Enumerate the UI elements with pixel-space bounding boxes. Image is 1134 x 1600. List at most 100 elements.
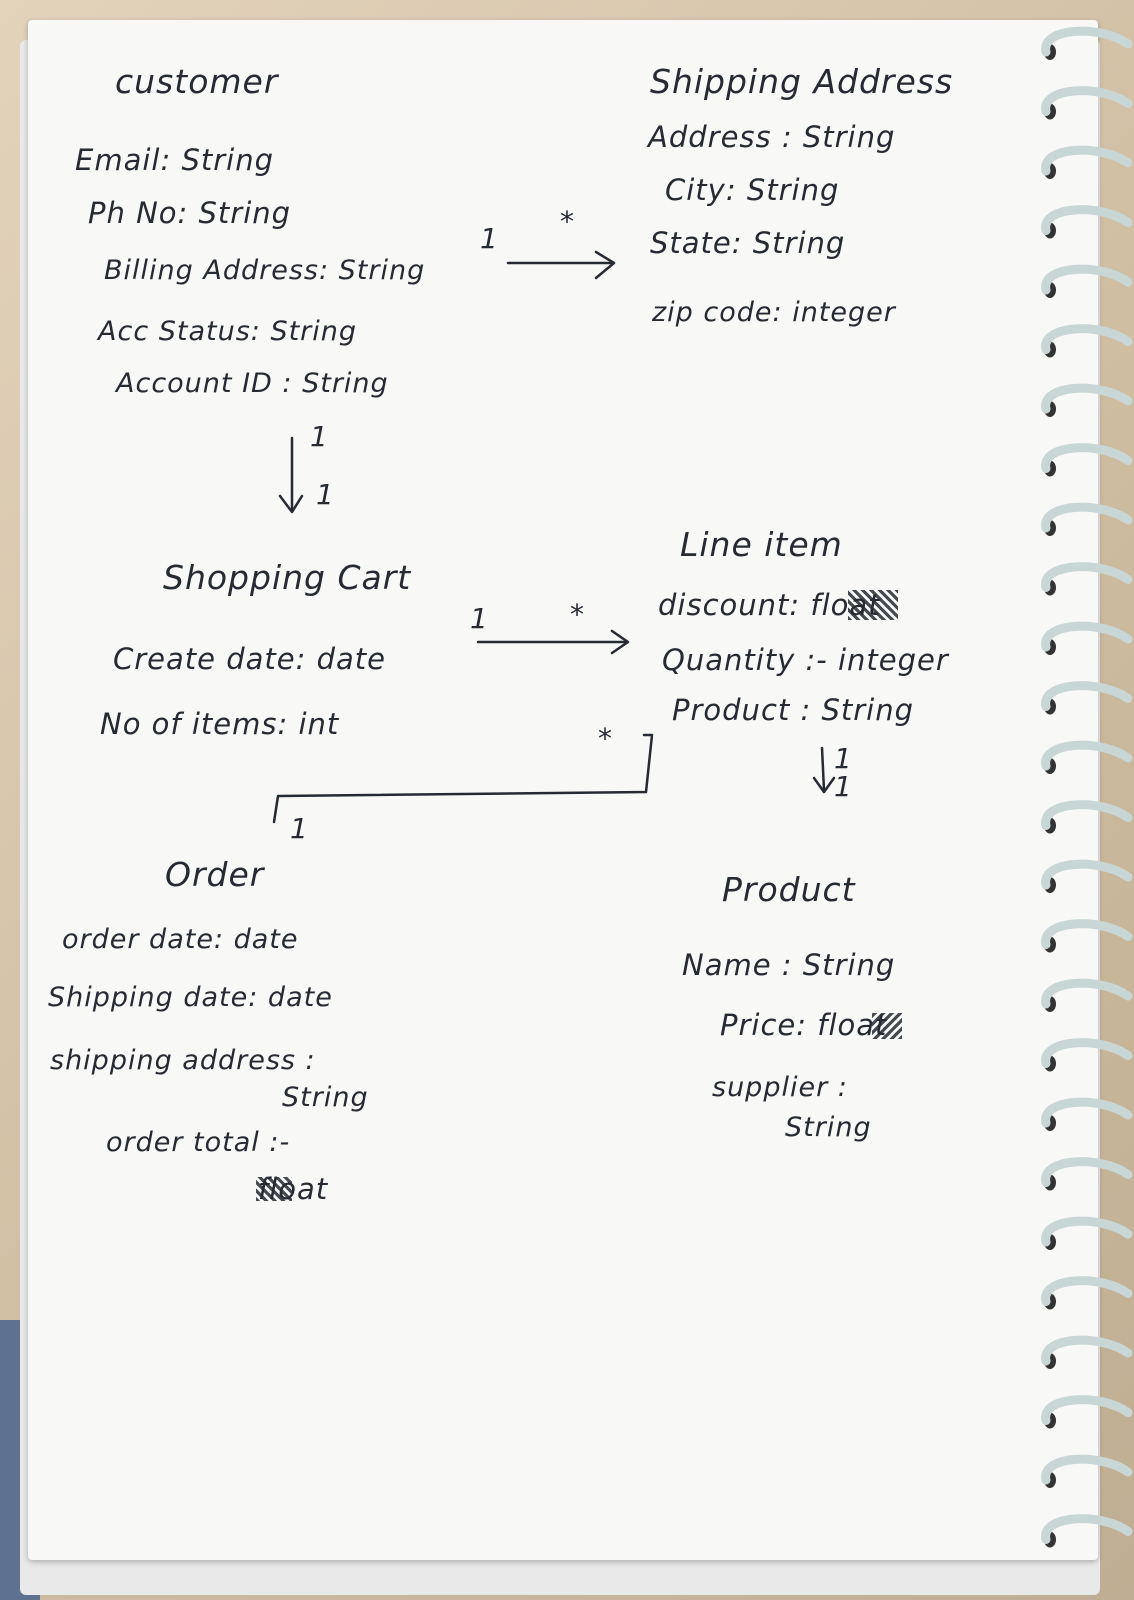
spiral-ring [1041,502,1133,536]
spiral-wire [1041,443,1133,473]
shipping-attr-city: City: String [665,173,840,207]
multiplicity-cart-lineitem-to: * [570,598,585,631]
spiral-ring [1041,800,1133,834]
spiral-wire [1041,502,1133,533]
spiral-ring [1041,1335,1133,1369]
spiral-wire [1041,740,1133,771]
spiral-ring [1041,205,1133,239]
arrow-lineitem-order [272,733,654,824]
spiral-ring [1041,740,1133,774]
product-attr-name: Name : String [682,948,896,982]
arrowhead-cart-lineitem [610,629,630,655]
arrowhead-customer-cart [278,494,304,514]
spiral-wire [1041,621,1133,652]
spiral-wire [1041,1454,1133,1485]
multiplicity-customer-shipping-to: * [560,205,575,238]
spiral-wire [1041,562,1133,592]
spiral-wire [1041,1335,1133,1366]
class-title-order: Order [165,855,265,894]
shipping-attr-state: State: String [650,226,846,260]
scribble-mark [256,1177,292,1201]
spiral-ring [1041,26,1133,60]
cart-attr-create-date: Create date: date [113,642,386,676]
customer-attr-phone: Ph No: String [88,196,292,230]
cart-attr-item-count: No of items: int [100,707,340,741]
lineitem-attr-product: Product : String [672,693,915,727]
spiral-wire [1041,86,1133,116]
notebook-page [28,20,1098,1560]
multiplicity-cart-lineitem-from: 1 [470,602,489,635]
arrowhead-lineitem-product [812,776,836,794]
spiral-wire [1041,859,1133,890]
spiral-ring [1041,859,1133,893]
multiplicity-customer-cart-from: 1 [310,420,329,453]
multiplicity-lineitem-order-to: 1 [290,812,309,845]
lineitem-attr-discount: discount: float [658,588,881,622]
spiral-wire [1041,26,1133,57]
spiral-ring [1041,1157,1133,1191]
spiral-ring [1041,264,1133,298]
arrowhead-customer-shipping [594,250,616,280]
order-attr-shipping-date: Shipping date: date [48,982,333,1013]
spiral-ring [1041,1276,1133,1310]
spiral-wire [1041,1157,1133,1187]
scribble-mark [848,590,898,620]
spiral-ring [1041,1454,1133,1488]
spiral-ring [1041,383,1133,417]
scribble-mark [872,1013,902,1039]
customer-attr-billing: Billing Address: String [104,255,426,286]
spiral-ring [1041,324,1133,358]
lineitem-attr-quantity: Quantity :- integer [662,643,949,677]
order-attr-order-total: order total :- [106,1127,291,1158]
product-attr-supplier-type: String [785,1112,872,1143]
spiral-wire [1041,1276,1133,1306]
spiral-ring [1041,86,1133,120]
class-title-product: Product [722,870,856,909]
spiral-wire [1041,978,1133,1009]
spiral-wire [1041,145,1133,176]
customer-attr-account-id: Account ID : String [116,368,389,399]
shipping-attr-zip: zip code: integer [652,297,896,328]
multiplicity-customer-cart-to: 1 [316,478,335,511]
spiral-wire [1041,324,1133,354]
spiral-wire [1041,1216,1133,1247]
order-attr-shipping-address: shipping address : [50,1045,316,1076]
spiral-wire [1041,919,1133,949]
customer-attr-status: Acc Status: String [98,316,358,347]
spiral-wire [1041,1097,1133,1128]
product-attr-price: Price: float [720,1008,888,1042]
spiral-wire [1041,1514,1133,1544]
class-title-customer: customer [115,62,279,101]
spiral-wire [1041,1038,1133,1068]
spiral-ring [1041,681,1133,715]
spiral-ring [1041,562,1133,596]
spiral-ring [1041,1514,1133,1548]
shipping-attr-address: Address : String [648,120,896,154]
spiral-ring [1041,1038,1133,1072]
class-title-shopping-cart: Shopping Cart [163,558,412,597]
arrow-lineitem-product [820,746,826,792]
spiral-wire [1041,205,1133,235]
class-title-shipping-address: Shipping Address [650,62,954,101]
multiplicity-lineitem-product-to: 1 [834,770,853,803]
spiral-ring [1041,1395,1133,1429]
spiral-wire [1041,1395,1133,1425]
spiral-ring [1041,145,1133,179]
product-attr-supplier: supplier : [712,1072,848,1103]
order-attr-shipping-address-type: String [282,1082,369,1113]
spiral-ring [1041,1216,1133,1250]
spiral-ring [1041,919,1133,953]
spiral-wire [1041,383,1133,414]
spiral-wire [1041,264,1133,295]
order-attr-order-date: order date: date [62,924,299,955]
spiral-wire [1041,681,1133,711]
spiral-ring [1041,443,1133,477]
class-title-line-item: Line item [680,525,843,564]
spiral-ring [1041,1097,1133,1131]
spiral-ring [1041,621,1133,655]
customer-attr-email: Email: String [75,143,274,177]
multiplicity-lineitem-product-from: 1 [834,742,853,775]
spiral-ring [1041,978,1133,1012]
